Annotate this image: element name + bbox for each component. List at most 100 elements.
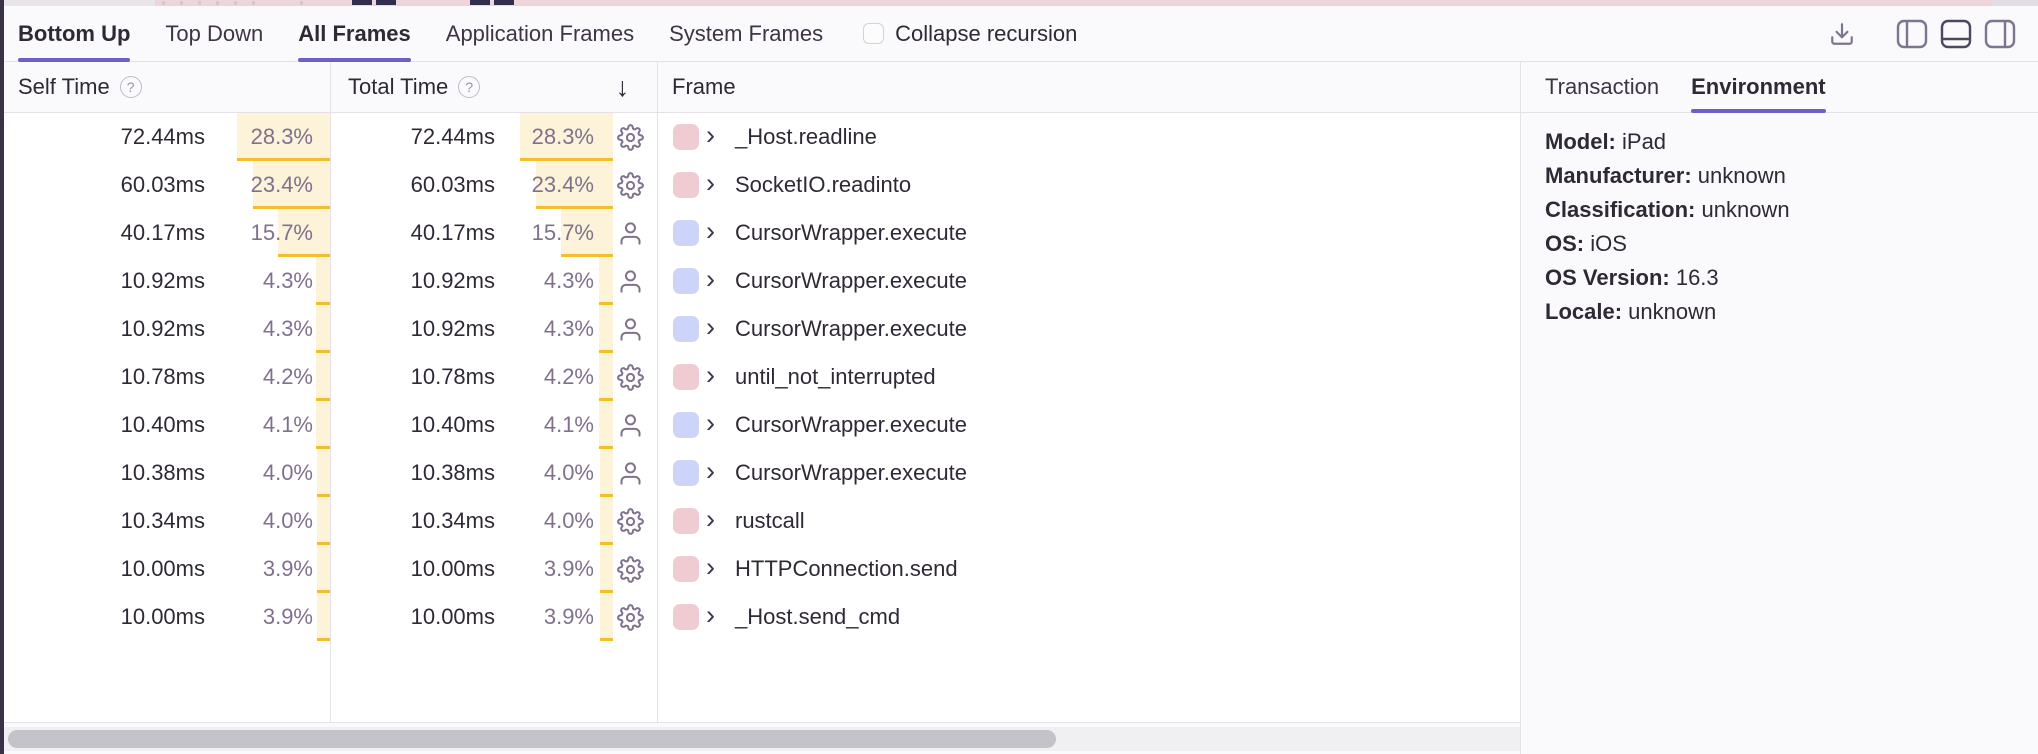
help-icon[interactable]: ? xyxy=(119,76,142,98)
self-time-percent: 15.7% xyxy=(250,220,313,245)
table-row[interactable]: 10.00ms 3.9% 10.00ms 3.9% › HTTPConnecti… xyxy=(0,545,1520,593)
self-time-heat-bar xyxy=(317,545,330,593)
field-label: OS Version: xyxy=(1545,265,1670,290)
total-time-value: 10.78ms xyxy=(410,364,495,389)
self-time-value: 72.44ms xyxy=(120,124,205,149)
total-time-value: 10.38ms xyxy=(410,460,495,485)
frame-color-chip xyxy=(673,364,699,390)
field-label: OS: xyxy=(1545,231,1585,256)
tab-application-frames[interactable]: Application Frames xyxy=(446,6,634,61)
layout-left-panel-icon[interactable] xyxy=(1894,16,1930,52)
minimap-tick xyxy=(162,1,165,5)
environment-field: Locale: unknown xyxy=(1545,295,2022,329)
layout-right-panel-icon[interactable] xyxy=(1982,16,2018,52)
table-row[interactable]: 10.92ms 4.3% 10.92ms 4.3% › CursorWrappe… xyxy=(0,305,1520,353)
expand-chevron-icon[interactable]: › xyxy=(706,360,715,390)
total-time-percent: 23.4% xyxy=(531,172,594,197)
tab-bottom-up[interactable]: Bottom Up xyxy=(18,6,131,62)
expand-chevron-icon[interactable]: › xyxy=(706,504,715,534)
expand-chevron-icon[interactable]: › xyxy=(706,120,715,150)
table-row[interactable]: 10.38ms 4.0% 10.38ms 4.0% › CursorWrappe… xyxy=(0,449,1520,497)
expand-chevron-icon[interactable]: › xyxy=(706,168,715,198)
frame-name: HTTPConnection.send xyxy=(735,556,958,581)
self-time-heat-bar xyxy=(237,113,330,161)
table-row[interactable]: 60.03ms 23.4% 60.03ms 23.4% › SocketIO.r… xyxy=(0,161,1520,209)
minimap-tick xyxy=(216,1,219,5)
total-time-percent: 4.1% xyxy=(543,412,594,437)
expand-chevron-icon[interactable]: › xyxy=(706,600,715,630)
frame-name: CursorWrapper.execute xyxy=(735,460,967,485)
horizontal-scrollbar-track[interactable] xyxy=(4,727,1520,751)
total-time-heat-bar xyxy=(600,497,613,545)
minimap-flame-mark xyxy=(494,0,514,5)
tab-system-frames[interactable]: System Frames xyxy=(669,6,823,61)
frame-name: CursorWrapper.execute xyxy=(735,268,967,293)
help-icon[interactable]: ? xyxy=(458,76,481,98)
table-row[interactable]: 72.44ms 28.3% 72.44ms 28.3% › _Host.read… xyxy=(0,113,1520,161)
tab-top-down[interactable]: Top Down xyxy=(165,6,263,61)
gear-icon xyxy=(612,113,648,161)
tab-environment[interactable]: Environment xyxy=(1691,62,1827,113)
frame-name: CursorWrapper.execute xyxy=(735,412,967,437)
total-time-heat-bar xyxy=(599,257,613,305)
frame-table-body: 72.44ms 28.3% 72.44ms 28.3% › _Host.read… xyxy=(0,113,1520,723)
expand-chevron-icon[interactable]: › xyxy=(706,312,715,342)
table-row[interactable]: 10.92ms 4.3% 10.92ms 4.3% › CursorWrappe… xyxy=(0,257,1520,305)
tab-all-frames-label: All Frames xyxy=(298,20,411,46)
tab-top-down-label: Top Down xyxy=(165,20,264,46)
field-label: Manufacturer: xyxy=(1545,163,1692,188)
self-time-value: 10.00ms xyxy=(120,604,205,629)
details-panel-tabs: Transaction Environment xyxy=(1521,62,2038,113)
self-time-percent: 4.0% xyxy=(262,508,313,533)
user-icon xyxy=(612,401,648,449)
table-row[interactable]: 10.00ms 3.9% 10.00ms 3.9% › _Host.send_c… xyxy=(0,593,1520,641)
total-time-value: 10.34ms xyxy=(410,508,495,533)
self-time-value: 10.38ms xyxy=(120,460,205,485)
column-header-frame[interactable]: Frame xyxy=(672,62,736,112)
tab-all-frames[interactable]: All Frames xyxy=(298,6,411,62)
total-time-value: 60.03ms xyxy=(410,172,495,197)
minimap-tick xyxy=(180,1,183,5)
frame-color-chip xyxy=(673,460,699,486)
tab-application-frames-label: Application Frames xyxy=(445,20,635,46)
column-header-total-time[interactable]: Total Time ? xyxy=(348,62,481,112)
self-time-header-label: Self Time xyxy=(18,74,110,99)
column-divider xyxy=(330,62,331,723)
expand-chevron-icon[interactable]: › xyxy=(706,552,715,582)
collapse-recursion-label: Collapse recursion xyxy=(895,20,1078,46)
self-time-percent: 4.2% xyxy=(262,364,313,389)
environment-field: OS: iOS xyxy=(1545,227,2022,261)
expand-chevron-icon[interactable]: › xyxy=(706,216,715,246)
frame-color-chip xyxy=(673,508,699,534)
flamegraph-minimap-sliver xyxy=(0,0,2038,6)
self-time-value: 10.00ms xyxy=(120,556,205,581)
expand-chevron-icon[interactable]: › xyxy=(706,456,715,486)
self-time-heat-bar xyxy=(316,257,330,305)
tab-transaction[interactable]: Transaction xyxy=(1545,62,1659,112)
table-row[interactable]: 10.34ms 4.0% 10.34ms 4.0% › rustcall xyxy=(0,497,1520,545)
column-header-self-time[interactable]: Self Time ? xyxy=(18,62,142,112)
collapse-recursion-checkbox[interactable] xyxy=(863,23,885,44)
horizontal-scrollbar-thumb[interactable] xyxy=(8,730,1056,748)
table-row[interactable]: 10.78ms 4.2% 10.78ms 4.2% › until_not_in… xyxy=(0,353,1520,401)
tab-environment-label: Environment xyxy=(1691,74,1826,99)
self-time-value: 10.78ms xyxy=(120,364,205,389)
field-label: Model: xyxy=(1545,129,1616,154)
layout-bottom-panel-icon[interactable] xyxy=(1938,16,1974,52)
expand-chevron-icon[interactable]: › xyxy=(706,264,715,294)
table-row[interactable]: 10.40ms 4.1% 10.40ms 4.1% › CursorWrappe… xyxy=(0,401,1520,449)
expand-chevron-icon[interactable]: › xyxy=(706,408,715,438)
sort-descending-icon[interactable]: ↓ xyxy=(615,71,630,102)
table-row[interactable]: 40.17ms 15.7% 40.17ms 15.7% › CursorWrap… xyxy=(0,209,1520,257)
total-time-percent: 3.9% xyxy=(543,556,594,581)
download-icon[interactable] xyxy=(1824,16,1860,52)
self-time-value: 10.92ms xyxy=(120,268,205,293)
self-time-value: 10.92ms xyxy=(120,316,205,341)
total-time-value: 72.44ms xyxy=(410,124,495,149)
frame-name: _Host.readline xyxy=(735,124,877,149)
field-value: unknown xyxy=(1622,299,1717,324)
total-time-heat-bar xyxy=(600,449,613,497)
self-time-percent: 4.1% xyxy=(262,412,313,437)
total-time-header-label: Total Time xyxy=(348,74,449,99)
